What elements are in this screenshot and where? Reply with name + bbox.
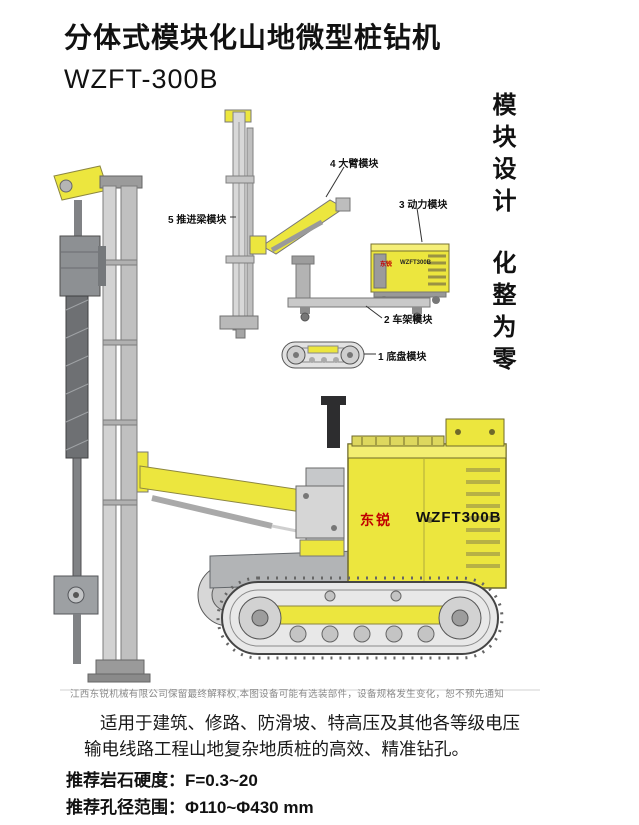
title-block: 分体式模块化山地微型桩钻机 WZFT-300B: [64, 16, 441, 95]
boom-assembly: [129, 451, 345, 539]
feed-beam-module-sketch: [219, 109, 259, 339]
slogan-line-2: 化整为零: [488, 250, 515, 378]
machine-model-decal: WZFT300B: [416, 509, 502, 526]
mast: [53, 165, 151, 683]
spec-rock-hardness: 推荐岩石硬度：F=0.3~20: [66, 766, 258, 791]
chassis-module-sketch: [281, 341, 365, 369]
power-pack: [347, 418, 507, 589]
module-label-frame: 2 车架模块: [384, 315, 433, 326]
label-leader-lines: [230, 166, 423, 355]
product-model: WZFT-300B: [64, 64, 219, 94]
spec-hole-diameter-value: Φ110~Φ430 mm: [185, 798, 314, 817]
frame-module-sketch: [287, 255, 431, 322]
rod-clamp: [53, 575, 99, 664]
spec-rock-hardness-value: F=0.3~20: [185, 771, 258, 790]
boom-module-sketch: [249, 197, 351, 255]
exhaust-pipe: [321, 396, 346, 448]
module-label-boom: 4 大臂模块: [330, 159, 379, 170]
drill-head-carriage: [59, 200, 106, 297]
module-label-power: 3 动力模块: [399, 200, 448, 211]
application-description: 适用于建筑、修路、防滑坡、特高压及其他各等级电压 输电线路工程山地复杂地质桩的高…: [84, 710, 520, 762]
disclaimer-text: 江西东锐机械有限公司保留最终解释权,本图设备可能有选装部件，设备规格发生变化，恕…: [70, 689, 505, 700]
product-title: 分体式模块化山地微型桩钻机: [64, 22, 442, 53]
machine-brand-decal: 东锐: [360, 512, 392, 528]
description-line-2: 输电线路工程山地复杂地质桩的高效、精准钻孔。: [84, 739, 469, 759]
spec-hole-diameter: 推荐孔径范围：Φ110~Φ430 mm: [66, 793, 314, 818]
mini-brand-decal: 东锐: [380, 262, 393, 268]
power-module-sketch: [370, 243, 450, 304]
drill-auger: [65, 295, 89, 577]
front-track: [216, 576, 504, 660]
module-label-feed-beam: 5 推进梁模块: [168, 215, 227, 226]
spec-hole-diameter-label: 推荐孔径范围：: [66, 798, 185, 817]
mini-model-decal: WZFT300B: [400, 260, 432, 266]
assembled-machine: [53, 165, 540, 691]
module-label-chassis: 1 底盘模块: [378, 352, 427, 363]
description-line-1: 适用于建筑、修路、防滑坡、特高压及其他各等级电压: [100, 713, 520, 733]
slogan-line-1: 模块设计: [488, 92, 515, 220]
spec-rock-hardness-label: 推荐岩石硬度：: [66, 771, 185, 790]
